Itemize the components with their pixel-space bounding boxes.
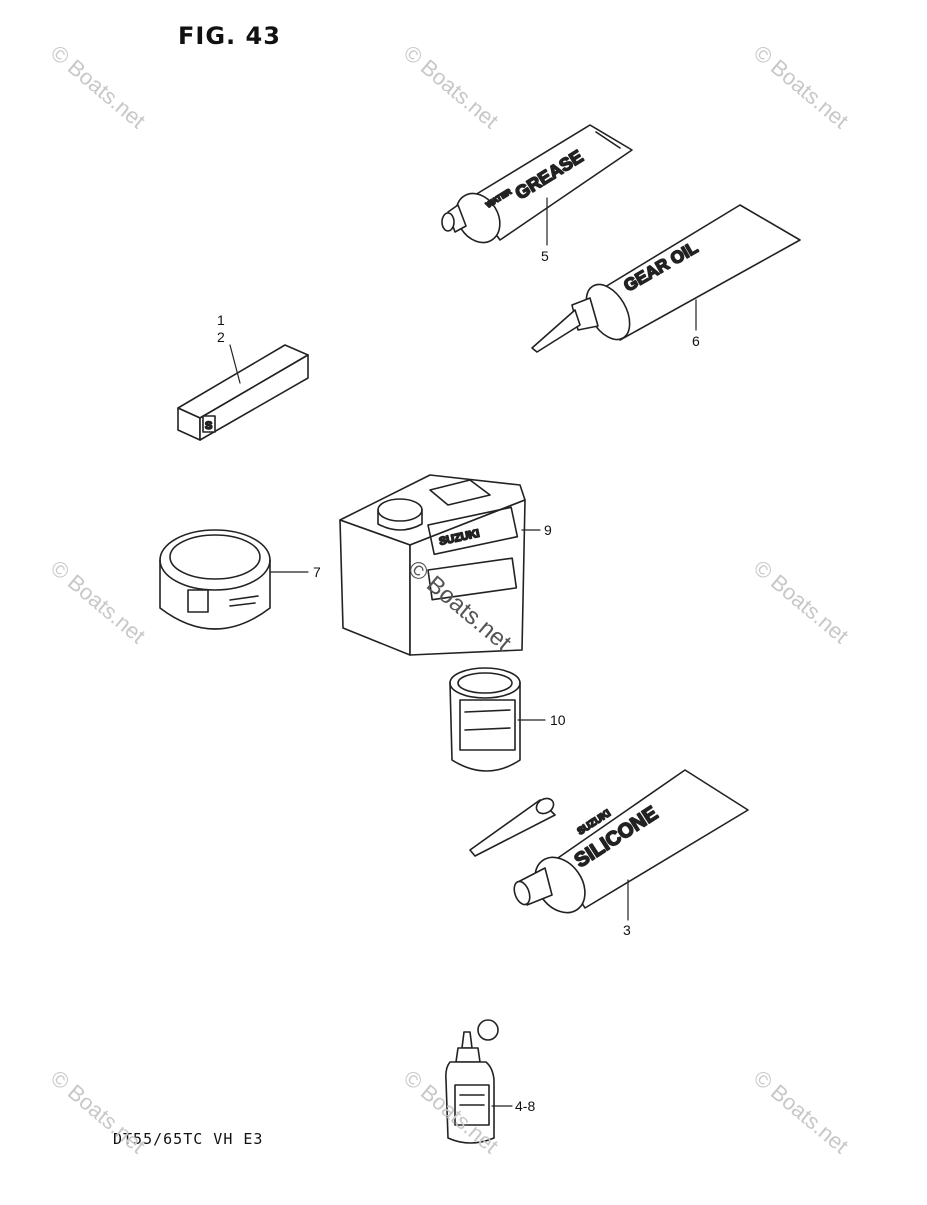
grease-tube[interactable]: GREASE WATER bbox=[441, 124, 633, 251]
callout-10[interactable]: 10 bbox=[550, 712, 566, 728]
leader-lines bbox=[229, 197, 697, 1107]
callout-6[interactable]: 6 bbox=[692, 333, 700, 349]
small-bottle[interactable] bbox=[445, 1019, 499, 1144]
callout-4-8[interactable]: 4-8 bbox=[515, 1098, 536, 1114]
bond-stick[interactable]: S bbox=[177, 344, 309, 441]
callout-3[interactable]: 3 bbox=[623, 922, 631, 938]
gear-oil-tube[interactable]: GEAR OIL bbox=[531, 204, 801, 353]
callout-1[interactable]: 1 bbox=[217, 312, 225, 328]
silicone-nozzle[interactable] bbox=[469, 795, 556, 857]
bond-stick-letter: S bbox=[205, 420, 212, 432]
round-tin[interactable] bbox=[159, 529, 271, 630]
callout-5[interactable]: 5 bbox=[541, 248, 549, 264]
figure-title: FIG. 43 bbox=[178, 22, 281, 50]
callout-7[interactable]: 7 bbox=[313, 564, 321, 580]
silicone-tube[interactable]: SILICONE SUZUKI bbox=[511, 769, 749, 922]
small-can[interactable] bbox=[449, 667, 521, 772]
rectangular-can[interactable]: SUZUKI bbox=[339, 474, 526, 656]
model-code: DT55/65TC VH E3 bbox=[113, 1130, 264, 1148]
callout-2[interactable]: 2 bbox=[217, 329, 225, 345]
callout-9[interactable]: 9 bbox=[544, 522, 552, 538]
